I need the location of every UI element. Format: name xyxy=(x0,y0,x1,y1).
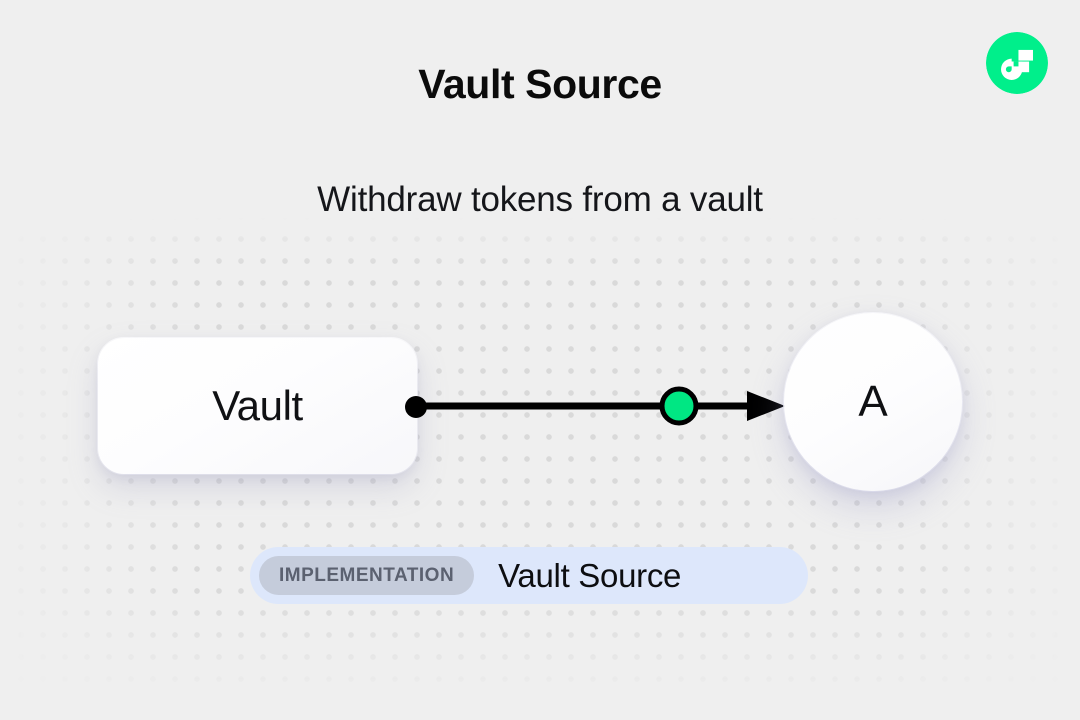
status-badge: IMPLEMENTATION xyxy=(259,556,475,595)
node-a[interactable]: A xyxy=(784,313,962,491)
edge-midpoint-node xyxy=(659,386,699,426)
implementation-name: Vault Source xyxy=(498,556,682,594)
flow-logo-icon xyxy=(986,32,1048,94)
page-title: Vault Source xyxy=(418,61,662,107)
implementation-badge: IMPLEMENTATION Vault Source xyxy=(250,547,808,604)
node-a-label: A xyxy=(858,377,888,426)
page-subtitle: Withdraw tokens from a vault xyxy=(317,180,763,219)
node-vault[interactable]: Vault xyxy=(98,338,417,474)
node-vault-label: Vault xyxy=(212,382,303,429)
